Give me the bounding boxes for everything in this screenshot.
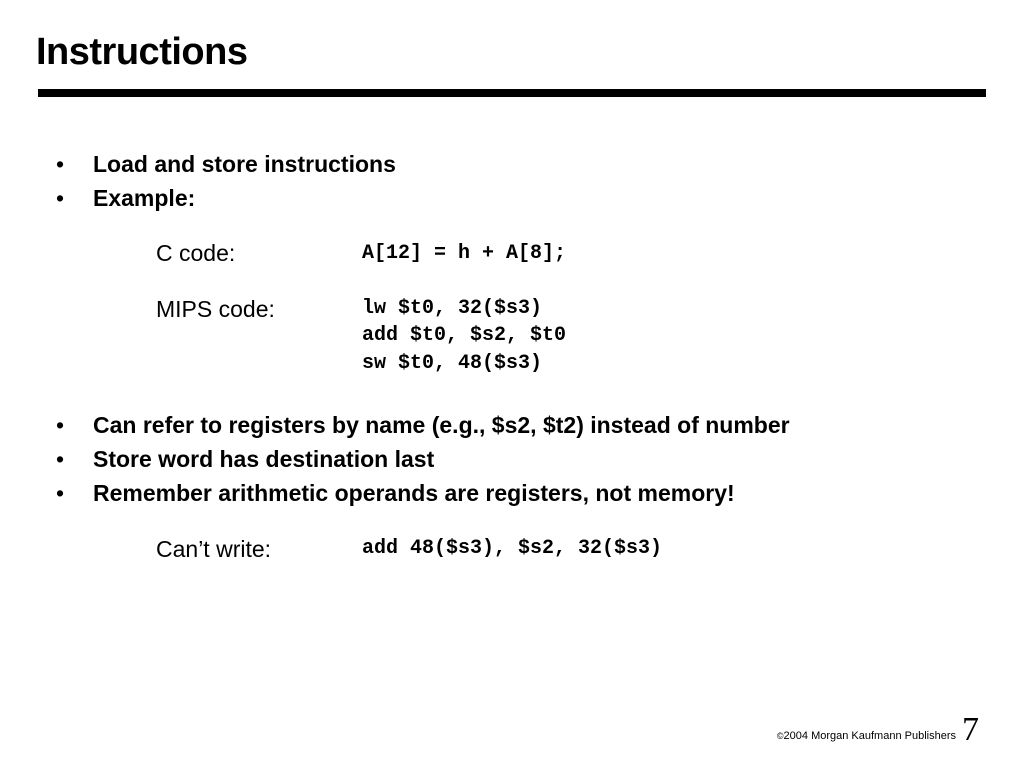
copyright-notice: ©2004 Morgan Kaufmann Publishers [777,729,956,743]
mips-code-label: MIPS code: [156,296,275,322]
bullet-icon: • [56,185,65,211]
copyright-icon: © [776,731,784,741]
mips-code-line: add $t0, $s2, $t0 [362,324,567,347]
bullet-text: Store word has destination last [93,446,435,472]
cant-write-label: Can’t write: [156,536,272,562]
c-code-label: C code: [156,240,236,266]
cant-write-code: add 48($s3), $s2, 32($s3) [362,537,663,560]
bullet-icon: • [56,480,65,506]
copyright-text: 2004 Morgan Kaufmann Publishers [783,730,956,742]
c-code-line: A[12] = h + A[8]; [362,242,567,265]
bullet-icon: • [56,151,65,177]
bullet-text: Load and store instructions [93,151,396,177]
title-divider [38,89,986,97]
bullet-text: Example: [93,185,196,211]
bullet-icon: • [56,446,65,472]
page-number: 7 [962,711,979,748]
bullet-text: Can refer to registers by name (e.g., $s… [93,412,790,438]
slide-title: Instructions [36,31,248,73]
bullet-icon: • [56,412,65,438]
mips-code-line: sw $t0, 48($s3) [362,352,543,375]
bullet-text: Remember arithmetic operands are registe… [93,480,735,506]
mips-code-line: lw $t0, 32($s3) [362,297,543,320]
